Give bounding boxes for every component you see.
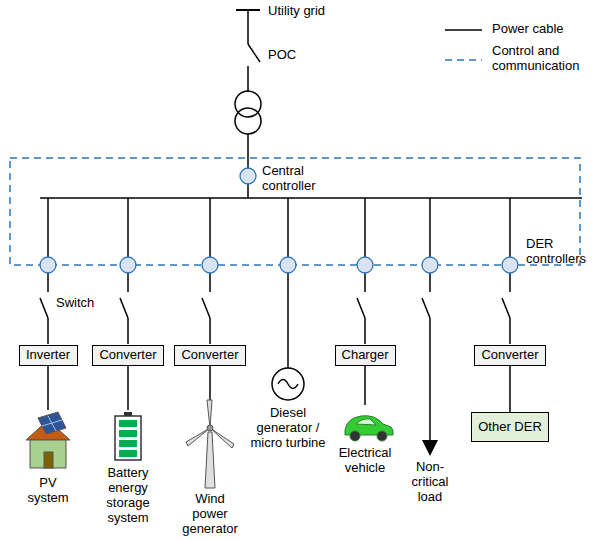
- part-label: DER controllers: [526, 237, 606, 267]
- legend-text: Power cable: [492, 22, 600, 37]
- der-box: Other DER: [471, 412, 549, 442]
- box-label: Other DER: [478, 420, 542, 435]
- box-label: Converter: [181, 348, 238, 363]
- part-label: Non-critical load: [400, 460, 460, 505]
- power-cable: [510, 366, 511, 412]
- legend-text: Control and communication: [492, 44, 600, 74]
- part-label: Central controller: [262, 164, 332, 194]
- part-label: Electrical vehicle: [330, 446, 400, 476]
- converter-box: Converter: [174, 345, 246, 366]
- converter-box: Converter: [92, 345, 164, 366]
- part-label: Wind power generator: [176, 492, 244, 537]
- box-label: Converter: [481, 348, 538, 363]
- part-label: POC: [268, 48, 328, 63]
- part-label: Battery energy storage system: [94, 466, 162, 526]
- box-label: Inverter: [26, 348, 70, 363]
- converter-box: Inverter: [19, 345, 78, 366]
- part-label: Switch: [56, 296, 116, 311]
- box-label: Converter: [99, 348, 156, 363]
- part-label: Diesel generator / micro turbine: [250, 406, 326, 451]
- part-label: Utility grid: [268, 4, 378, 19]
- part-label: PV system: [18, 476, 78, 506]
- box-label: Charger: [342, 348, 389, 363]
- converter-box: Converter: [474, 345, 546, 366]
- converter-box: Charger: [335, 345, 396, 366]
